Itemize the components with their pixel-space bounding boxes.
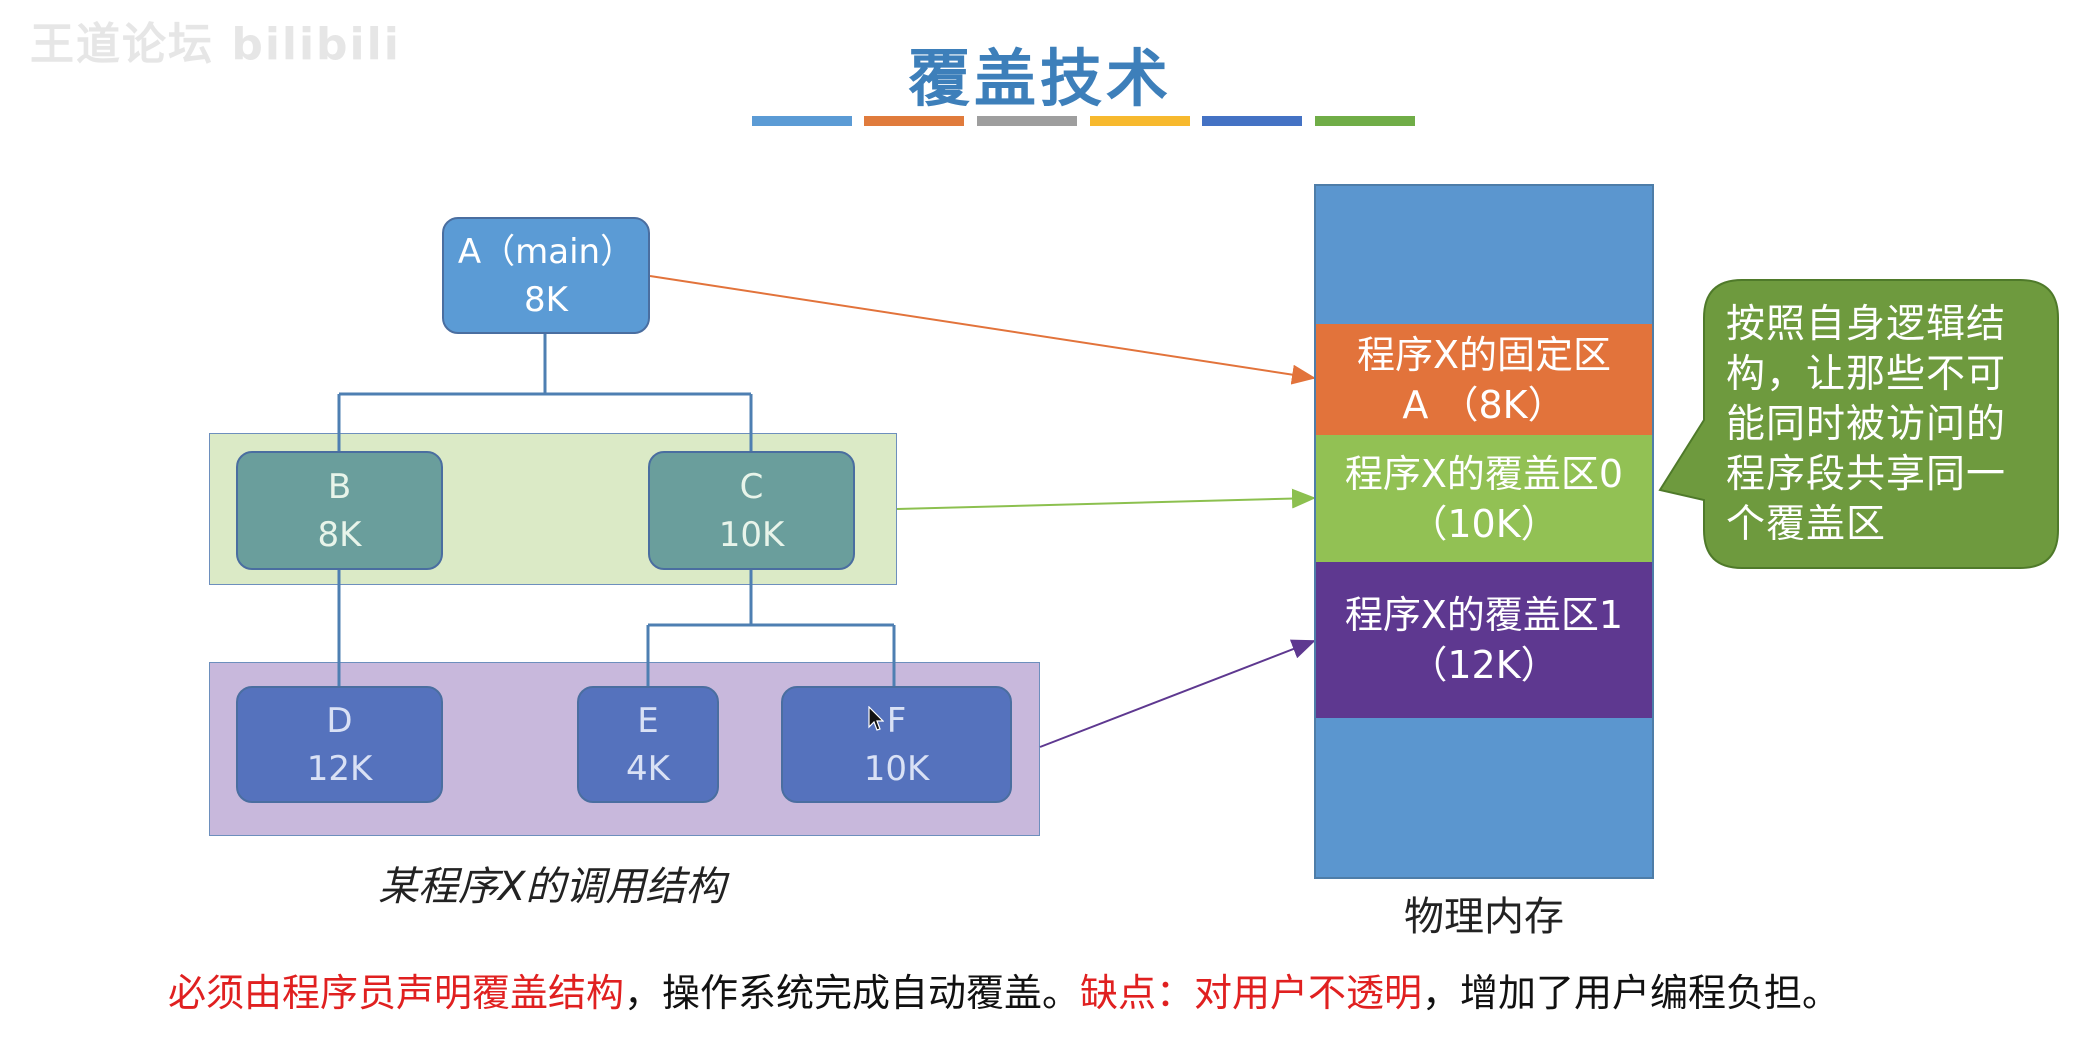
- node-e-size: 4K: [626, 748, 670, 789]
- node-f-name: F: [886, 700, 907, 741]
- memory-overlay1-line2: （12K）: [1409, 643, 1559, 687]
- node-f: F 10K: [781, 686, 1012, 803]
- memory-overlay-0: 程序X的覆盖区0 （10K）: [1316, 435, 1652, 562]
- slide-title: 覆盖技术: [907, 42, 1172, 115]
- node-b: B 8K: [236, 451, 443, 570]
- title-bar-4: [1090, 116, 1190, 126]
- memory-fixed-line2: A （8K）: [1402, 382, 1566, 427]
- memory-fixed-area: 程序X的固定区 A （8K）: [1316, 324, 1652, 435]
- memory-overlay-1: 程序X的覆盖区1 （12K）: [1316, 562, 1652, 718]
- title-bar-1: [752, 116, 852, 126]
- node-c-name: C: [739, 466, 764, 507]
- callout-line: 能同时被访问的: [1726, 402, 2007, 447]
- node-a-size: 8K: [524, 279, 568, 320]
- callout-line: 个覆盖区: [1726, 502, 1887, 547]
- title-bar-2: [864, 116, 964, 126]
- callout-line: 按照自身逻辑结: [1726, 302, 2007, 347]
- callout-bubble: [1658, 279, 2059, 569]
- callout-line: 程序段共享同一: [1726, 452, 2007, 497]
- node-a-main: A（main） 8K: [442, 217, 650, 334]
- node-c: C 10K: [648, 451, 855, 570]
- physical-memory: 程序X的固定区 A （8K） 程序X的覆盖区0 （10K） 程序X的覆盖区1 （…: [1314, 184, 1654, 879]
- memory-overlay0-line2: （10K）: [1409, 501, 1559, 546]
- memory-fixed-line1: 程序X的固定区: [1356, 332, 1612, 377]
- node-b-name: B: [327, 466, 352, 507]
- node-a-name: A（main）: [457, 231, 635, 272]
- summary-text: 必须由程序员声明覆盖结构，操作系统完成自动覆盖。缺点：对用户不透明，增加了用户编…: [168, 962, 1840, 1017]
- callout-text: 按照自身逻辑结 构，让那些不可 能同时被访问的 程序段共享同一 个覆盖区: [1726, 300, 2046, 550]
- node-d-name: D: [326, 700, 353, 741]
- mouse-cursor-icon: [868, 706, 884, 731]
- title-bar-3: [977, 116, 1077, 126]
- watermark-logo: 王道论坛 bilibili: [30, 19, 401, 70]
- node-f-size: 10K: [863, 748, 930, 789]
- summary-normal-1: ，操作系统完成自动覆盖。: [624, 971, 1081, 1015]
- arrow-group1-to-overlay1: [1039, 639, 1316, 748]
- node-e: E 4K: [577, 686, 719, 803]
- summary-emphasis-2: 缺点：对用户不透明: [1080, 971, 1423, 1015]
- summary-normal-2: ，增加了用户编程负担。: [1422, 971, 1841, 1015]
- node-b-size: 8K: [317, 514, 362, 555]
- node-d-size: 12K: [306, 748, 373, 789]
- physical-memory-caption: 物理内存: [1404, 894, 1564, 940]
- call-structure-caption: 某程序X的调用结构: [378, 864, 726, 910]
- title-bar-6: [1315, 116, 1415, 126]
- summary-emphasis-1: 必须由程序员声明覆盖结构: [168, 971, 625, 1015]
- callout-line: 构，让那些不可: [1726, 352, 2007, 397]
- node-e-name: E: [637, 700, 659, 741]
- memory-overlay1-line1: 程序X的覆盖区1: [1344, 593, 1624, 637]
- arrow-a-to-fixed: [649, 275, 1316, 385]
- arrow-group0-to-overlay0: [896, 488, 1316, 510]
- node-d: D 12K: [236, 686, 443, 803]
- title-bar-5: [1202, 116, 1302, 126]
- node-c-size: 10K: [718, 514, 785, 555]
- memory-overlay0-line1: 程序X的覆盖区0: [1344, 451, 1624, 496]
